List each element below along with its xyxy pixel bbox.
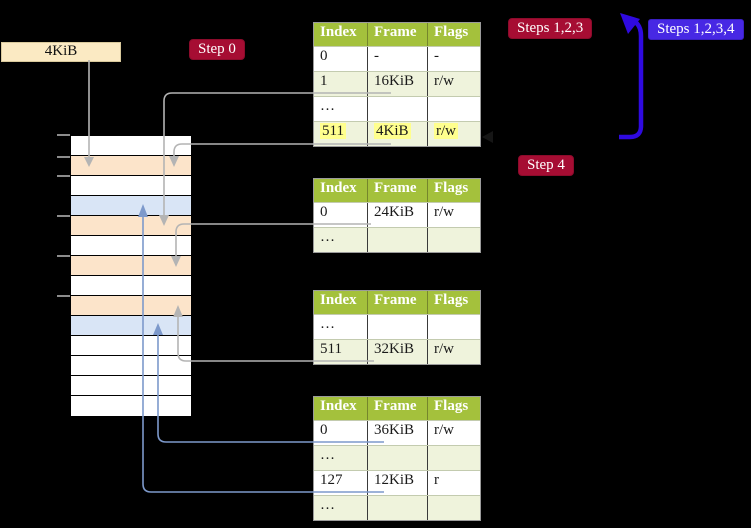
- memory-tick: [57, 255, 70, 257]
- table-row-recursive-entry: 511 4KiB r/w: [314, 121, 480, 146]
- steps-123-badge: Steps 1,2,3: [508, 18, 593, 39]
- table-row: 0 - -: [314, 46, 480, 71]
- table-row: …: [314, 96, 480, 121]
- table-row: …: [314, 445, 480, 470]
- dark-arrowhead-left: [482, 131, 493, 143]
- memory-frame-row: [71, 276, 191, 296]
- table-header-row: Index Frame Flags: [314, 179, 480, 202]
- memory-frame-row: [71, 136, 191, 156]
- table-row: …: [314, 495, 480, 520]
- column-header: Frame: [367, 291, 427, 314]
- memory-frame-row: [71, 236, 191, 256]
- loop-arrowhead-up-left: [620, 13, 640, 34]
- memory-tick: [57, 156, 70, 158]
- column-header: Flags: [427, 179, 480, 202]
- column-header: Flags: [427, 291, 480, 314]
- column-header: Index: [320, 24, 357, 40]
- step4-badge: Step 4: [518, 155, 574, 176]
- memory-frame-row: [71, 316, 191, 336]
- column-header: Index: [320, 398, 357, 414]
- step0-badge: Step 0: [189, 39, 245, 60]
- page-table-l3: Index Frame Flags 0 24KiB r/w …: [313, 178, 481, 253]
- column-header: Flags: [427, 397, 480, 420]
- column-header: Frame: [367, 397, 427, 420]
- memory-frame-row: [71, 196, 191, 216]
- column-header: Index: [320, 180, 357, 196]
- page-table-l4: Index Frame Flags 0 - - 1 16KiB r/w … 51…: [313, 22, 481, 147]
- table-row: 0 24KiB r/w: [314, 202, 480, 227]
- page-table-l2: Index Frame Flags … 511 32KiB r/w: [313, 290, 481, 365]
- column-header: Flags: [427, 23, 480, 46]
- highlighted-value: 511: [320, 123, 346, 139]
- memory-tick: [57, 134, 70, 136]
- memory-frame-row: [71, 376, 191, 396]
- highlighted-value: r/w: [434, 123, 458, 139]
- memory-frame-row: [71, 156, 191, 176]
- table-row: 127 12KiB r: [314, 470, 480, 495]
- loop-arrow-shaft: [619, 17, 644, 140]
- physical-memory-stripe: [70, 135, 192, 417]
- memory-tick: [57, 175, 70, 177]
- cr3-frame-box: 4KiB: [1, 42, 121, 62]
- table-row: …: [314, 227, 480, 252]
- table-header-row: Index Frame Flags: [314, 291, 480, 314]
- memory-tick: [57, 295, 70, 297]
- column-header: Index: [320, 292, 357, 308]
- memory-frame-row: [71, 336, 191, 356]
- highlighted-value: 4KiB: [374, 123, 411, 139]
- memory-frame-row: [71, 396, 191, 416]
- memory-frame-row: [71, 356, 191, 376]
- memory-frame-row: [71, 216, 191, 236]
- steps-1234-badge: Steps 1,2,3,4: [648, 19, 744, 40]
- memory-frame-row: [71, 296, 191, 316]
- table-row: 511 32KiB r/w: [314, 339, 480, 364]
- memory-frame-row: [71, 176, 191, 196]
- table-row: 0 36KiB r/w: [314, 420, 480, 445]
- table-row: 1 16KiB r/w: [314, 71, 480, 96]
- memory-frame-row: [71, 256, 191, 276]
- table-header-row: Index Frame Flags: [314, 23, 480, 46]
- page-table-l1: Index Frame Flags 0 36KiB r/w … 127 12Ki…: [313, 396, 481, 521]
- memory-tick: [57, 215, 70, 217]
- table-row: …: [314, 314, 480, 339]
- column-header: Frame: [367, 23, 427, 46]
- recursive-loop-arrow: [619, 13, 644, 140]
- table-header-row: Index Frame Flags: [314, 397, 480, 420]
- column-header: Frame: [367, 179, 427, 202]
